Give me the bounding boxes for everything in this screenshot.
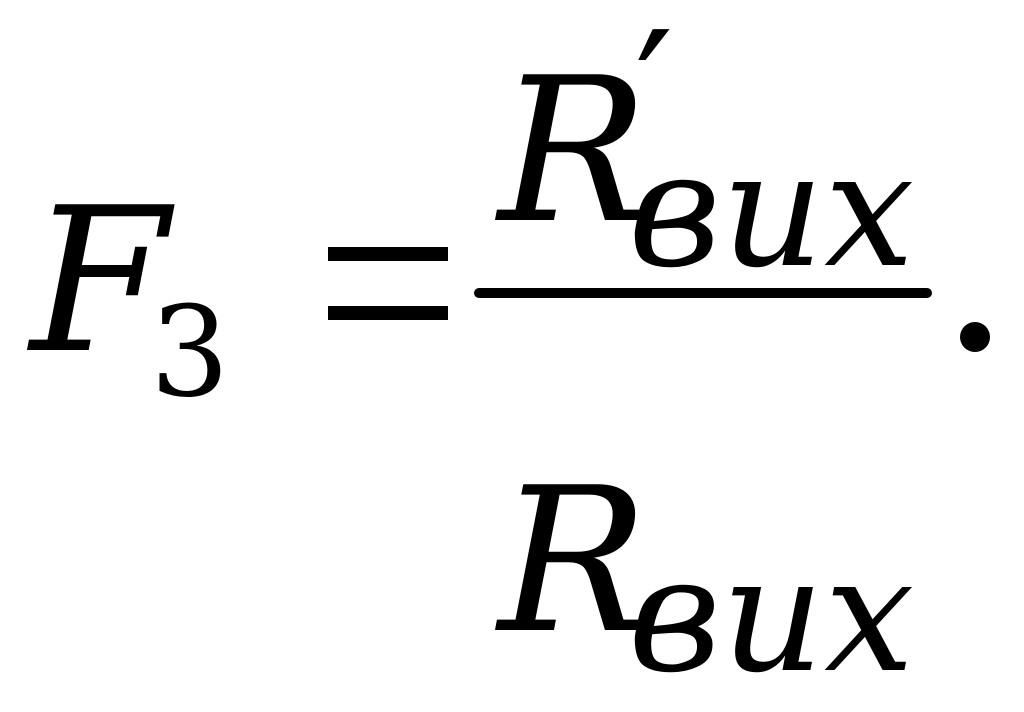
numerator-symbol: R xyxy=(498,35,649,268)
numerator-subscript: вих xyxy=(628,116,915,303)
numerator-prime: ′ xyxy=(635,0,674,194)
lhs-subscript: 3 xyxy=(150,280,230,425)
trailing-period xyxy=(960,322,990,352)
denominator-subscript: вих xyxy=(628,521,915,708)
denominator-symbol: R xyxy=(498,445,649,678)
equals-sign-bottom-bar xyxy=(328,306,448,320)
lhs-symbol: F xyxy=(30,165,169,398)
fraction-bar xyxy=(474,288,932,298)
equals-sign-top-bar xyxy=(328,247,448,261)
